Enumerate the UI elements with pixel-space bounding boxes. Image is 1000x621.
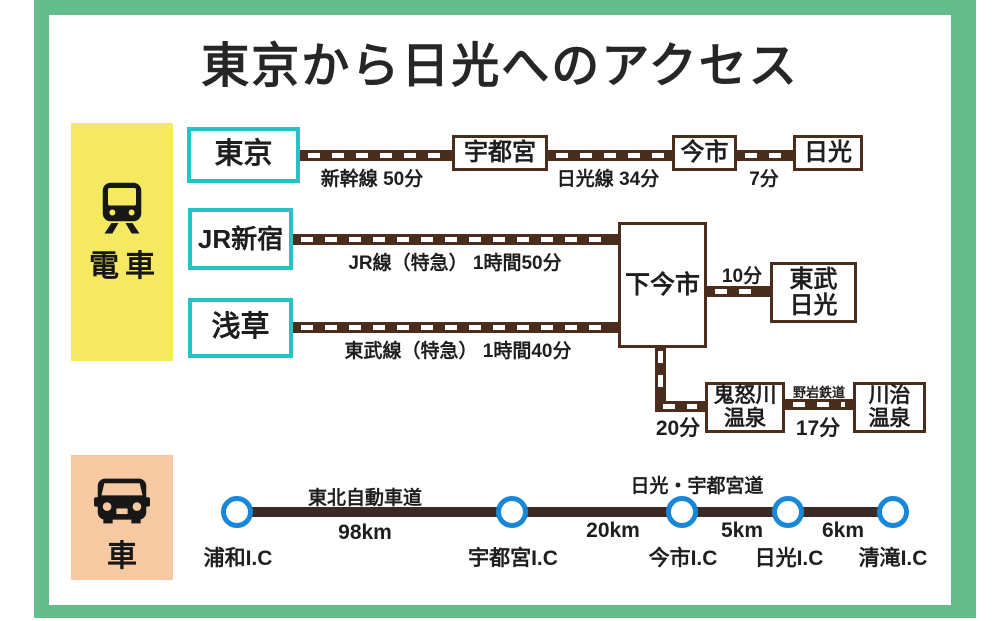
- car-section-label: 車: [107, 540, 137, 573]
- station-tokyo-label: 東京: [214, 138, 273, 171]
- car-section-panel: 車: [71, 455, 173, 580]
- station-tokyo: 東京: [187, 127, 300, 183]
- interchange-label-imaichi: 今市I.C: [648, 547, 718, 570]
- station-kawaji-onsen: 川治 温泉: [853, 382, 926, 433]
- railway-line-jr-limited-express: [293, 234, 618, 245]
- station-kawaji-label-line2: 温泉: [868, 406, 911, 430]
- distance-label-5km: 5km: [720, 519, 764, 542]
- train-icon: [102, 182, 142, 234]
- distance-label-6km: 6km: [821, 519, 865, 542]
- distance-label-20km: 20km: [586, 519, 640, 542]
- railway-line-tobu-limited-express: [293, 322, 618, 333]
- station-utsunomiya-label: 宇都宮: [464, 139, 536, 167]
- segment-label-shinkansen: 新幹線 50分: [320, 169, 424, 190]
- road-line: [237, 507, 893, 517]
- railway-line-nikko-line: [548, 150, 672, 161]
- station-kinugawa-label-line1: 鬼怒川: [713, 383, 777, 407]
- interchange-marker-nikko: [772, 496, 804, 528]
- train-section-label: 電車: [89, 250, 161, 283]
- interchange-label-utsunomiya: 宇都宮I.C: [468, 547, 558, 570]
- station-utsunomiya: 宇都宮: [452, 135, 548, 171]
- segment-label-yagan-railway: 野岩鉄道: [792, 385, 846, 400]
- railway-line-tobu-nikko-branch: [707, 286, 770, 297]
- railway-line-imaichi-nikko: [737, 150, 793, 161]
- segment-label-kinugawa-kawaji: 17分: [795, 417, 841, 440]
- station-jr-shinjuku: JR新宿: [188, 208, 293, 270]
- road-label-tohoku-expressway: 東北自動車道: [307, 488, 423, 509]
- railway-line-kinugawa-branch-vertical: [655, 347, 666, 401]
- station-tobu-nikko-label-line2: 日光: [789, 291, 838, 319]
- interchange-marker-imaichi: [666, 496, 698, 528]
- page-title: 東京から日光へのアクセス: [201, 40, 799, 93]
- station-jr-shinjuku-label: JR新宿: [197, 223, 284, 254]
- segment-label-jr-limited-express: JR線（特急） 1時間50分: [348, 253, 562, 274]
- segment-label-kinugawa-branch: 20分: [655, 417, 701, 440]
- station-tobu-nikko: 東武 日光: [770, 262, 857, 323]
- railway-line-yagan-railway: [785, 399, 853, 410]
- station-nikko: 日光: [793, 135, 863, 171]
- segment-label-tobu-limited-express: 東武線（特急） 1時間40分: [344, 341, 572, 362]
- interchange-label-urawa: 浦和I.C: [203, 547, 273, 570]
- interchange-marker-urawa: [221, 496, 253, 528]
- station-tobu-nikko-label-line1: 東武: [789, 265, 838, 293]
- segment-label-imaichi-nikko: 7分: [749, 169, 779, 190]
- station-imaichi-label: 今市: [680, 139, 729, 167]
- station-kinugawa-label-line2: 温泉: [724, 406, 766, 430]
- station-asakusa: 浅草: [188, 298, 293, 358]
- segment-label-nikko-line: 日光線 34分: [556, 169, 660, 190]
- station-shimo-imaichi-label: 下今市: [624, 270, 700, 299]
- station-asakusa-label: 浅草: [211, 311, 270, 344]
- station-kawaji-label-line1: 川治: [868, 383, 911, 407]
- train-section-panel: 電車: [71, 123, 173, 361]
- station-shimo-imaichi: 下今市: [618, 222, 707, 348]
- railway-line-shinkansen: [300, 150, 452, 161]
- interchange-label-nikko: 日光I.C: [754, 547, 824, 570]
- segment-label-tobu-nikko-branch: 10分: [721, 266, 763, 287]
- interchange-marker-kiyotaki: [877, 496, 909, 528]
- road-label-nikko-utsunomiya-road: 日光・宇都宮道: [630, 476, 764, 497]
- station-nikko-label: 日光: [804, 139, 852, 167]
- station-kinugawa-onsen: 鬼怒川 温泉: [705, 382, 785, 433]
- distance-label-98km: 98km: [338, 521, 392, 544]
- railway-line-kinugawa-branch-horizontal: [655, 401, 705, 412]
- car-icon: [94, 478, 150, 524]
- interchange-marker-utsunomiya: [496, 496, 528, 528]
- interchange-label-kiyotaki: 清滝I.C: [858, 547, 928, 570]
- station-imaichi: 今市: [672, 135, 737, 171]
